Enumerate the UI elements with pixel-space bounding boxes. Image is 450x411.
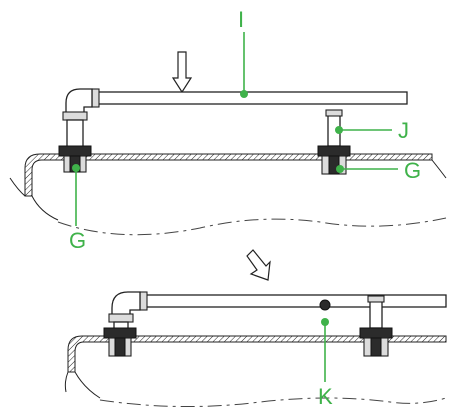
top-tank-left-edge <box>9 177 59 221</box>
bottom-right-stub-cap <box>367 295 385 303</box>
bottom-right-fitting-nut <box>359 327 393 339</box>
top-tank-right-edge <box>431 159 447 179</box>
top-left-fitting-core <box>69 155 81 173</box>
insert-direction-arrow <box>171 51 193 94</box>
top-tank-cutline <box>57 217 447 236</box>
callout-J-dot <box>335 126 343 134</box>
bottom-left-fitting-nut <box>103 327 137 339</box>
bottom-left-fitting-core <box>114 337 126 357</box>
callout-I-dot <box>240 90 248 98</box>
callout-G-right-label: G <box>404 158 421 183</box>
top-pipe-ring <box>91 88 100 108</box>
bottom-pipe-ring <box>139 291 148 311</box>
top-step: I J G G <box>9 7 447 253</box>
callout-G-right-dot <box>336 165 344 173</box>
bottom-joint-K <box>319 299 331 311</box>
top-left-fitting-nut <box>58 145 92 157</box>
step-transition-arrow <box>246 249 271 281</box>
callout-J-label: J <box>398 118 409 143</box>
bottom-step: K <box>64 291 447 409</box>
callout-G-left-dot <box>72 164 80 172</box>
top-pipe-I <box>94 91 408 105</box>
top-right-stub-cap <box>325 109 343 117</box>
bottom-pipe <box>142 294 447 308</box>
bottom-tank-cutline <box>99 397 447 408</box>
top-right-fitting-nut <box>317 145 351 157</box>
bottom-right-fitting-core <box>370 337 382 357</box>
callout-K-dot <box>321 318 329 326</box>
callout-G-left-label: G <box>69 228 86 253</box>
bottom-tank-left-edge <box>64 371 101 399</box>
top-elbow-collar <box>62 111 88 121</box>
bottom-elbow-collar <box>108 313 134 323</box>
callout-K-label: K <box>318 384 333 409</box>
top-right-fitting-core <box>328 155 340 175</box>
callout-I-label: I <box>238 7 244 32</box>
bottom-right-stub <box>369 299 383 329</box>
bottom-tank-surface <box>67 335 447 373</box>
